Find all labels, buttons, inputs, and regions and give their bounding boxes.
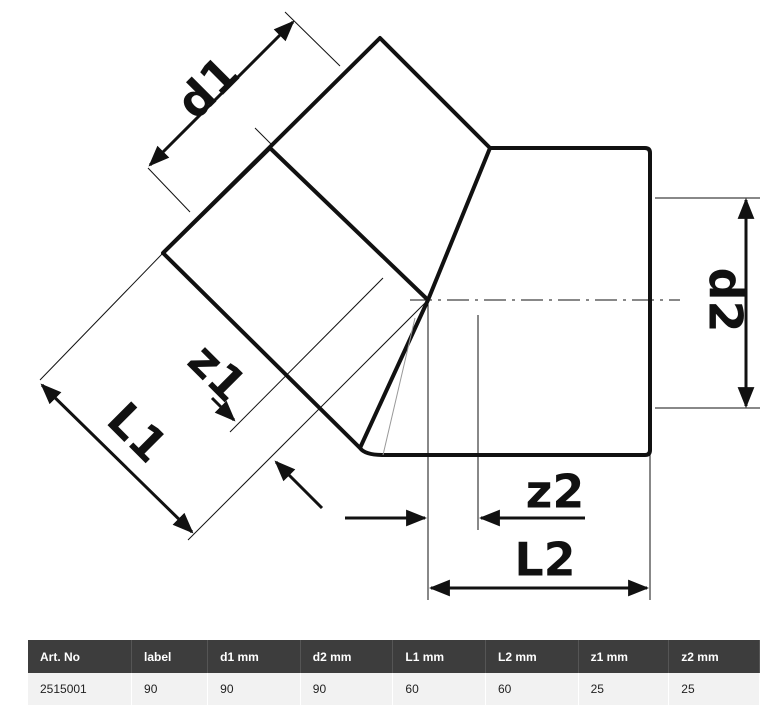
d2-label: d2	[699, 268, 753, 333]
L2-label: L2	[514, 533, 575, 587]
d1-arrow	[148, 20, 295, 167]
d1-label: d1	[165, 45, 249, 129]
col-z1: z1 mm	[578, 640, 670, 673]
col-art-no: Art. No	[28, 640, 133, 673]
cell: 90	[207, 673, 301, 705]
table-row: 2515001 90 90 90 60 60 25 25	[28, 673, 760, 705]
col-label: label	[131, 640, 209, 673]
z1-label: z1	[178, 333, 258, 413]
z2-label: z2	[526, 465, 585, 519]
cell: 2515001	[28, 673, 133, 705]
cell: 60	[485, 673, 579, 705]
col-d1: d1 mm	[207, 640, 301, 673]
spec-table: Art. No label d1 mm d2 mm L1 mm L2 mm z1…	[28, 640, 760, 705]
L1-arrow	[40, 383, 194, 534]
L1-label: L1	[97, 392, 179, 474]
cell: 90	[131, 673, 209, 705]
z1-arrow-b	[274, 460, 324, 510]
cell: 90	[300, 673, 394, 705]
col-L2: L2 mm	[485, 640, 579, 673]
dimension-arrows	[40, 20, 755, 597]
col-L1: L1 mm	[392, 640, 486, 673]
cell: 25	[578, 673, 670, 705]
fitting-diagram: d1 d2 L1 z1 z2 L2	[39, 11, 760, 600]
cell: 25	[668, 673, 760, 705]
table-header-row: Art. No label d1 mm d2 mm L1 mm L2 mm z1…	[28, 640, 760, 673]
col-z2: z2 mm	[668, 640, 760, 673]
cell: 60	[392, 673, 486, 705]
col-d2: d2 mm	[300, 640, 394, 673]
z1-arrow-a	[210, 396, 236, 422]
